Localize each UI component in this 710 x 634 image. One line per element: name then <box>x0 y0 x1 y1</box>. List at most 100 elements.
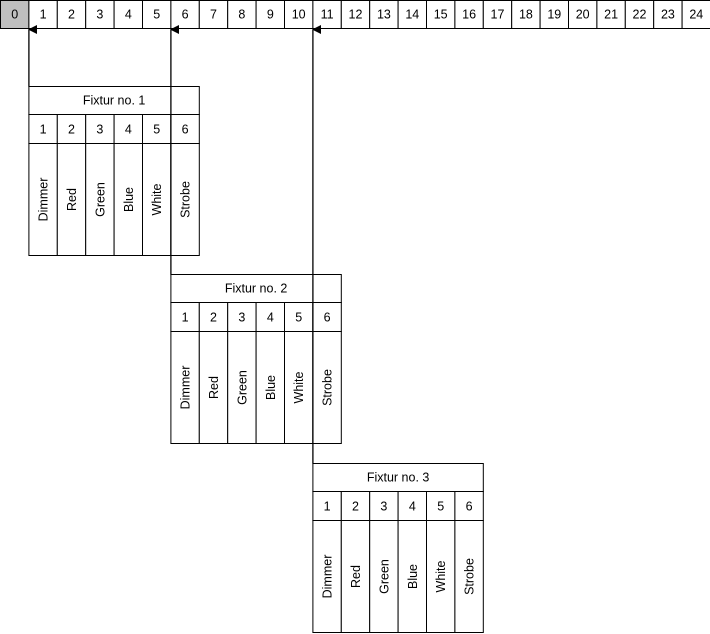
channel-cell-box <box>113 0 143 29</box>
channel-cell-box <box>142 0 172 29</box>
slot-function-label: Dimmer <box>321 555 335 599</box>
slot-number: 2 <box>352 500 359 514</box>
slot-number-box <box>312 302 342 332</box>
slot-function-box <box>340 520 371 633</box>
channel-cell: 7 <box>198 0 229 29</box>
slot-function-label: Blue <box>122 187 136 212</box>
slot-number: 3 <box>238 311 245 325</box>
channel-cell: 15 <box>426 0 456 29</box>
channel-cell: 3 <box>85 0 115 29</box>
channel-cell-box <box>454 0 484 29</box>
channel-cell-box <box>0 0 30 29</box>
slot-function-box <box>56 143 87 256</box>
channel-cell-box <box>596 0 626 29</box>
channel-number: 23 <box>661 8 675 22</box>
slot-function-box <box>28 143 58 256</box>
slot-function-label: Blue <box>264 375 278 400</box>
channel-cell-box <box>28 0 58 29</box>
slot-function-box <box>426 520 456 633</box>
channel-number: 6 <box>182 8 189 22</box>
slot-number: 5 <box>437 500 444 514</box>
slot-function-label: Red <box>349 565 363 588</box>
channel-number: 2 <box>68 8 75 22</box>
slot-number-box <box>198 302 229 332</box>
channel-cell: 8 <box>227 0 257 29</box>
channel-cell: 22 <box>624 0 655 29</box>
channel-cell-box <box>624 0 655 29</box>
channel-cell: 17 <box>482 0 513 29</box>
slot-number: 3 <box>96 123 103 137</box>
fixture-1: Fixtur no. 11Dimmer2Red3Green4Blue5White… <box>28 86 200 256</box>
channel-cell-box <box>426 0 456 29</box>
slot-number: 4 <box>409 500 416 514</box>
address-arrows <box>27 25 321 464</box>
channel-cell: 9 <box>255 0 286 29</box>
channel-number: 14 <box>405 8 419 22</box>
slot-function-box <box>142 143 172 256</box>
channel-number: 3 <box>96 8 103 22</box>
slot-number: 5 <box>153 123 160 137</box>
slot-function-box <box>170 331 200 444</box>
channel-number: 4 <box>125 8 132 22</box>
slot-number-box <box>255 302 286 332</box>
channel-number: 15 <box>434 8 448 22</box>
channel-cell: 24 <box>681 0 710 29</box>
channel-number: 5 <box>153 8 160 22</box>
channel-number: 12 <box>349 8 363 22</box>
slot-number-box <box>454 491 484 521</box>
slot-function-box <box>85 143 115 256</box>
channel-cell: 6 <box>170 0 200 29</box>
slot-number: 4 <box>125 123 132 137</box>
channel-cell: 4 <box>113 0 143 29</box>
slot-function-box <box>284 331 314 444</box>
fixture-title: Fixtur no. 2 <box>225 282 288 296</box>
channel-cell-box <box>56 0 87 29</box>
slot-function-label: Strobe <box>463 558 477 595</box>
channel-cell: 16 <box>454 0 484 29</box>
slot-number: 6 <box>324 311 331 325</box>
channel-cell-box <box>255 0 286 29</box>
channel-cell: 11 <box>312 0 342 29</box>
channel-number: 13 <box>377 8 391 22</box>
channel-cell: 12 <box>340 0 371 29</box>
slot-function-label: Green <box>377 559 391 594</box>
slot-number-box <box>340 491 371 521</box>
channel-cell: 0 <box>0 0 30 29</box>
slot-number: 3 <box>380 500 387 514</box>
channel-cell: 13 <box>369 0 399 29</box>
slot-function-box <box>312 331 342 444</box>
slot-number: 1 <box>40 123 47 137</box>
channel-number: 1 <box>40 8 47 22</box>
slot-number: 1 <box>182 311 189 325</box>
channel-number: 24 <box>689 8 703 22</box>
channel-number: 18 <box>519 8 533 22</box>
channel-number: 21 <box>604 8 618 22</box>
slot-number: 5 <box>295 311 302 325</box>
slot-number: 6 <box>466 500 473 514</box>
slot-function-label: Green <box>93 182 107 217</box>
slot-number-box <box>56 114 87 144</box>
slot-number: 2 <box>68 123 75 137</box>
slot-number: 1 <box>324 500 331 514</box>
slot-function-box <box>198 331 229 444</box>
fixture-title: Fixtur no. 3 <box>367 471 430 485</box>
slot-function-label: Strobe <box>321 369 335 406</box>
slot-function-label: Red <box>65 188 79 211</box>
slot-number-box <box>284 302 314 332</box>
channel-number: 20 <box>576 8 590 22</box>
slot-function-label: Green <box>235 370 249 405</box>
fixture-title: Fixtur no. 1 <box>83 94 146 108</box>
channel-cell-box <box>681 0 710 29</box>
slot-function-label: Dimmer <box>179 366 193 410</box>
slot-number: 2 <box>210 311 217 325</box>
channel-cell: 10 <box>284 0 314 29</box>
channel-cell-box <box>227 0 257 29</box>
channel-cell: 18 <box>511 0 541 29</box>
channel-cell: 5 <box>142 0 172 29</box>
channel-cell: 19 <box>539 0 569 29</box>
slot-function-label: Strobe <box>179 181 193 218</box>
slot-function-label: White <box>150 183 164 215</box>
channel-number: 8 <box>238 8 245 22</box>
channel-cell-box <box>312 0 342 29</box>
